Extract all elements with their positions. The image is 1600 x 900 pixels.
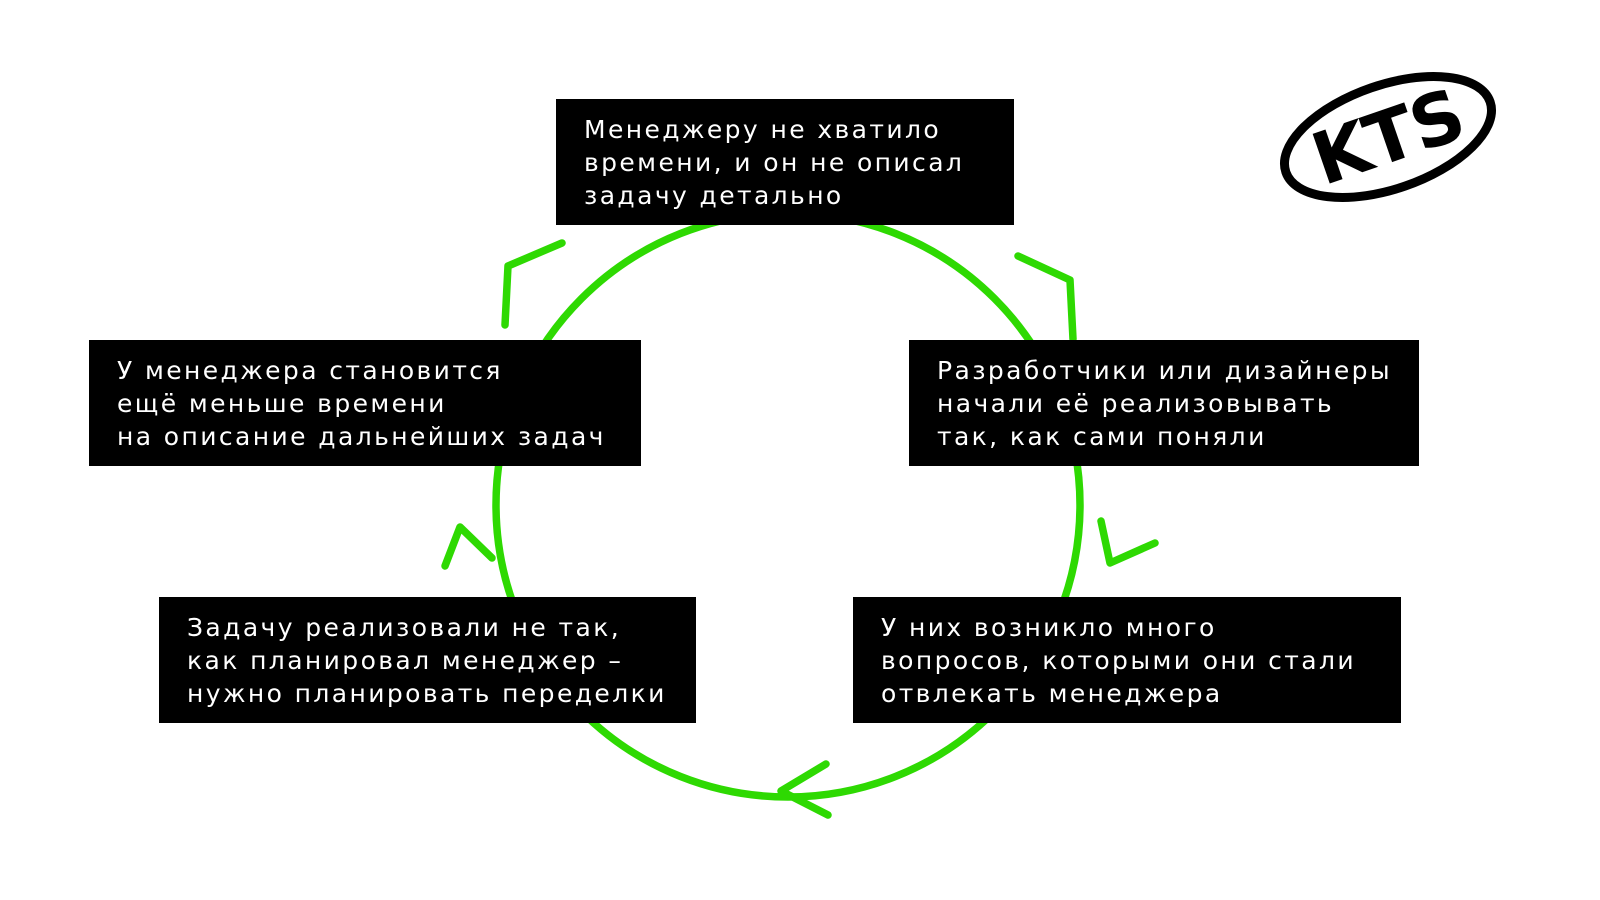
node-left-text: У менеджера становится ещё меньше времен…: [117, 355, 606, 451]
arrow-left-up-icon: [441, 523, 496, 570]
node-bottom-right-text: У них возникло много вопросов, которыми …: [881, 612, 1357, 708]
node-right-text: Разработчики или дизайнеры начали её реа…: [937, 355, 1393, 451]
arrow-top-left-icon: [501, 239, 566, 329]
node-right[interactable]: Разработчики или дизайнеры начали её реа…: [909, 340, 1419, 466]
node-top-text: Менеджеру не хватило времени, и он не оп…: [584, 114, 965, 210]
kts-logo-ellipse: [1279, 72, 1497, 202]
node-bottom-right[interactable]: У них возникло много вопросов, которыми …: [853, 597, 1401, 723]
node-bottom-left-text: Задачу реализовали не так, как планирова…: [187, 612, 667, 708]
arrow-right-down-icon: [1097, 517, 1159, 567]
kts-logo: KTS: [1279, 72, 1497, 202]
arrow-top-right-icon: [1014, 252, 1077, 343]
node-bottom-left[interactable]: Задачу реализовали не так, как планирова…: [159, 597, 696, 723]
kts-logo-text: KTS: [1302, 72, 1475, 201]
arrow-bottom-left-icon: [777, 760, 832, 819]
node-top[interactable]: Менеджеру не хватило времени, и он не оп…: [556, 99, 1014, 225]
node-left[interactable]: У менеджера становится ещё меньше времен…: [89, 340, 641, 466]
